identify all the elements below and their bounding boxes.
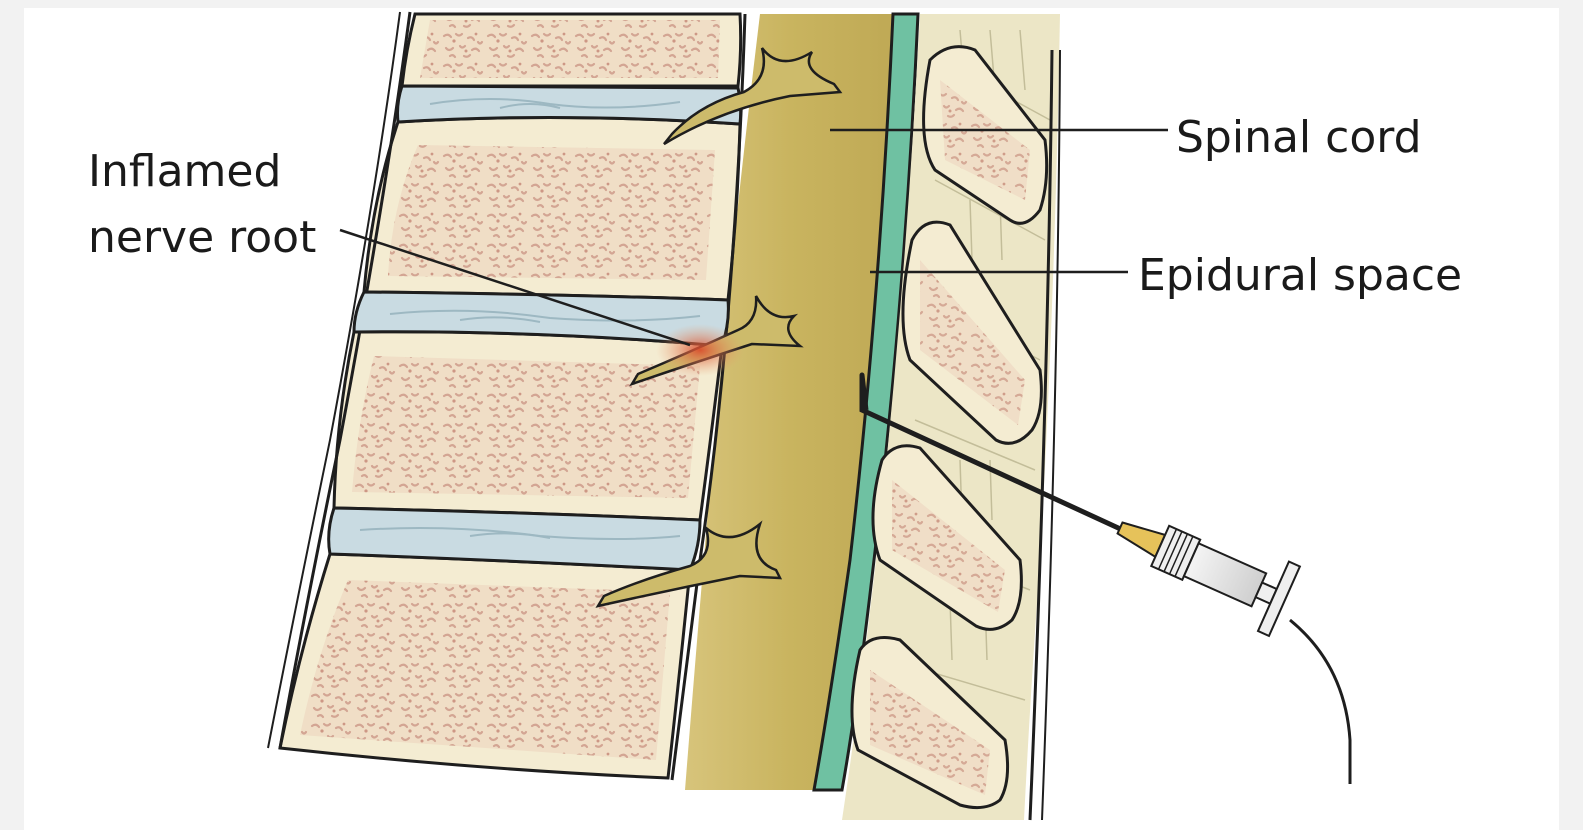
label-epidural-space: Epidural space xyxy=(1138,250,1462,301)
label-inflamed-line1: Inflamed xyxy=(88,146,281,197)
label-inflamed-line2: nerve root xyxy=(88,212,316,263)
syringe xyxy=(1105,493,1300,636)
inflammation-highlight xyxy=(656,324,744,376)
syringe-tube xyxy=(1290,620,1350,784)
label-spinal-cord: Spinal cord xyxy=(1176,112,1422,163)
